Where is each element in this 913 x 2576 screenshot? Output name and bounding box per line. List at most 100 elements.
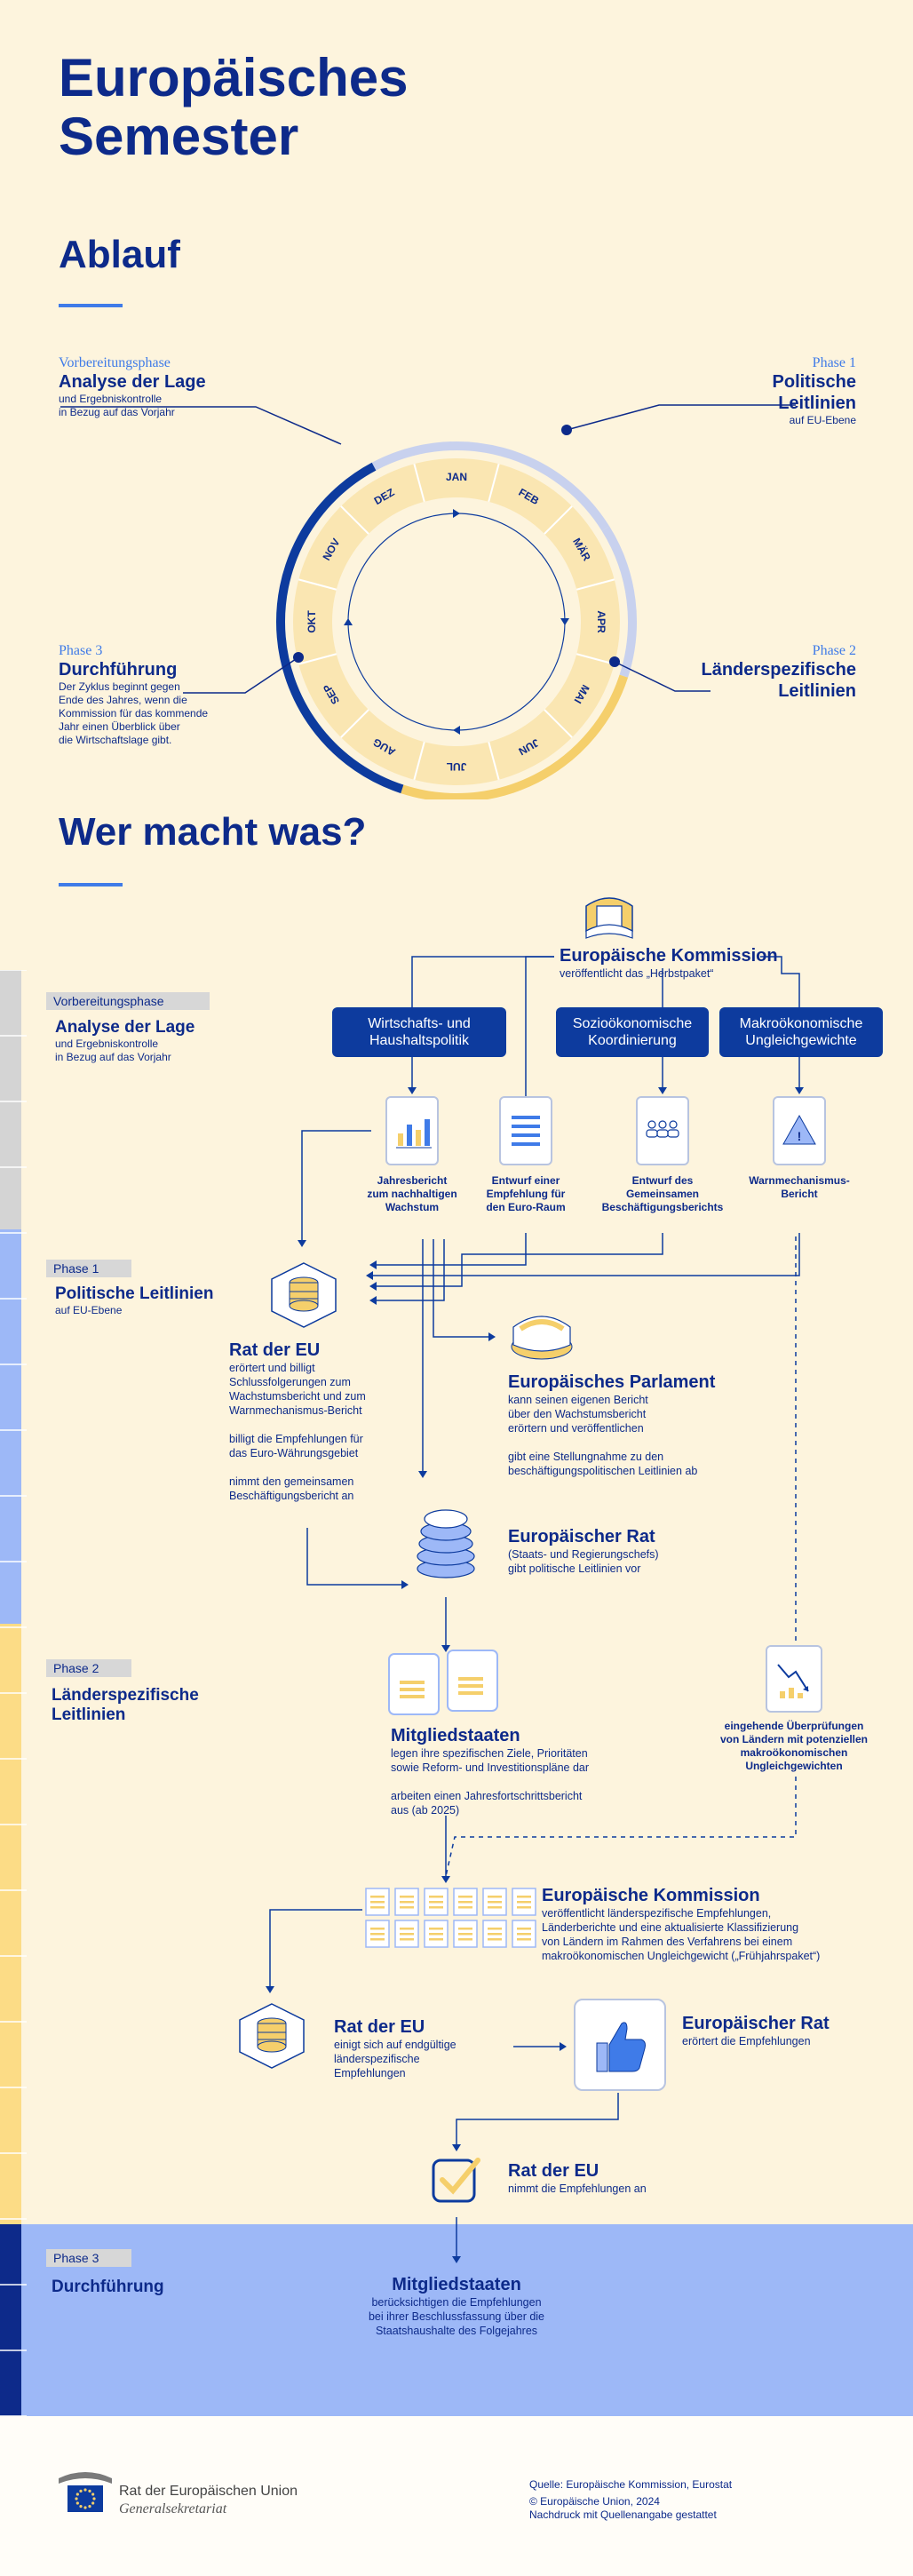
doc-thumbnail-line bbox=[517, 1896, 531, 1898]
member-states-block-1: Mitgliedstaaten legen ihre spezifischen … bbox=[391, 1725, 675, 1817]
side-p1-d1: auf EU-Ebene bbox=[55, 1304, 123, 1316]
eu-star bbox=[88, 2489, 91, 2493]
ablauf-phase1-desc: auf EU-Ebene bbox=[789, 414, 856, 426]
council-2-l1: einigt sich auf endgültige bbox=[334, 2039, 456, 2051]
european-council-1-title: Europäischer Rat bbox=[508, 1527, 655, 1546]
side-p1-title: Politische Leitlinien bbox=[55, 1284, 214, 1303]
band-phase3 bbox=[276, 462, 404, 794]
doc-thumbnail-line bbox=[370, 1896, 385, 1898]
doc-thumbnail-line bbox=[458, 1938, 472, 1941]
phase1-band bbox=[0, 1229, 21, 1624]
review-l2: von Ländern mit potenziellen bbox=[719, 1733, 868, 1745]
thumbs-up-icon bbox=[574, 1999, 666, 2091]
eu-star bbox=[75, 2497, 78, 2500]
footer-reproduction: Nachdruck mit Quellenangabe gestattet bbox=[529, 2508, 717, 2521]
doc-thumbnail-line bbox=[517, 1938, 531, 1941]
checkmark-icon bbox=[432, 2158, 480, 2203]
doc-employment-report-l3: Beschäftigungsberichts bbox=[601, 1201, 724, 1213]
phase2-band bbox=[0, 1624, 21, 2224]
european-council-2-l1: erörtert die Empfehlungen bbox=[682, 2035, 811, 2047]
month-divider bbox=[488, 464, 500, 503]
month-divider bbox=[298, 578, 337, 591]
doc-thumbnail-line bbox=[370, 1901, 385, 1904]
footer-org-sub: Generalsekretariat bbox=[119, 2501, 227, 2516]
doc-thumbnail-line bbox=[400, 1901, 414, 1904]
member-states-block-2: Mitgliedstaaten berücksichtigen die Empf… bbox=[323, 2274, 590, 2338]
parliament-l2: über den Wachstumsbericht bbox=[508, 1408, 647, 1420]
ablauf-phase2-label: Phase 2 bbox=[812, 643, 856, 658]
doc-thumbnail-line bbox=[517, 1906, 531, 1909]
band-ticks bbox=[0, 970, 27, 2417]
phase3-band-edge bbox=[0, 2224, 21, 2416]
side-p1: Politische Leitlinien auf EU-Ebene bbox=[55, 1284, 242, 1317]
doc-thumbnail-line bbox=[370, 1938, 385, 1941]
month-label: JUL bbox=[447, 760, 467, 773]
category-social-l2: Koordinierung bbox=[588, 1033, 677, 1048]
footer bbox=[0, 2416, 913, 2576]
parliament-title: Europäisches Parlament bbox=[508, 1372, 716, 1392]
commission-2-title: Europäische Kommission bbox=[542, 1886, 760, 1905]
doc-thumbnail-line bbox=[370, 1928, 385, 1930]
member-states-2-l1: berücksichtigen die Empfehlungen bbox=[371, 2296, 542, 2309]
ablauf-underline bbox=[59, 304, 123, 307]
doc-thumbnail-line bbox=[429, 1938, 443, 1941]
eu-star bbox=[79, 2505, 83, 2508]
eu-star bbox=[83, 2506, 87, 2509]
doc-thumbnail-line bbox=[488, 1933, 502, 1936]
footer-org: Rat der Europäischen Union bbox=[119, 2484, 298, 2499]
member-states-2-l2: bei ihrer Beschlussfassung über die bbox=[368, 2310, 545, 2323]
ablauf-phase1: Phase 1 Politische Leitlinien auf EU-Ebe… bbox=[675, 355, 856, 427]
cycle-arrow bbox=[560, 618, 569, 625]
member-states-docs-icon bbox=[388, 1650, 498, 1715]
doc-thumbnail-line bbox=[517, 1933, 531, 1936]
council-1-l6: das Euro-Währungsgebiet bbox=[229, 1447, 359, 1459]
side-p2: Länderspezifische Leitlinien bbox=[52, 1686, 238, 1725]
doc-employment-report-l1: Entwurf des bbox=[631, 1174, 694, 1187]
council-1-l8: Beschäftigungsbericht an bbox=[229, 1490, 354, 1502]
ablauf-prep: Vorbereitungsphase Analyse der Lage und … bbox=[59, 355, 290, 419]
review-chart-icon bbox=[766, 1645, 822, 1713]
council-3-title: Rat der EU bbox=[508, 2161, 599, 2181]
commission-2-l4: makroökonomischen Ungleichgewicht („Früh… bbox=[542, 1950, 821, 1962]
ablauf-prep-label: Vorbereitungsphase bbox=[59, 355, 171, 370]
council-1-l4: Warnmechanismus-Bericht bbox=[229, 1404, 362, 1417]
side-p1-tag: Phase 1 bbox=[46, 1260, 131, 1277]
doc-alert-report-l2: Bericht bbox=[781, 1188, 818, 1200]
doc-thumbnail-line bbox=[400, 1938, 414, 1941]
council-3-l1: nimmt die Empfehlungen an bbox=[508, 2182, 647, 2195]
parliament-l4: gibt eine Stellungnahme zu den bbox=[508, 1451, 664, 1463]
doc-euro-recommendation-l2: Empfehlung für bbox=[486, 1188, 566, 1200]
ablauf-phase2-title1: Länderspezifische bbox=[701, 660, 856, 680]
page-title-line2: Semester bbox=[59, 107, 299, 166]
month-divider bbox=[544, 709, 573, 738]
doc-alert-report-icon: ! bbox=[773, 1096, 826, 1165]
ablauf-phase3-desc3: Kommission für das kommende bbox=[59, 707, 209, 720]
side-prep-title: Analyse der Lage bbox=[55, 1018, 195, 1037]
month-divider bbox=[576, 653, 615, 665]
eu-star bbox=[92, 2497, 96, 2500]
month-label: APR bbox=[595, 610, 607, 633]
council-block-3: Rat der EU nimmt die Empfehlungen an bbox=[508, 2160, 739, 2196]
doc-growth-report-l3: Wachstum bbox=[385, 1201, 440, 1213]
commission-2-l2: Länderberichte und eine aktualisierte Kl… bbox=[542, 1921, 799, 1934]
doc-thumbnail-line bbox=[429, 1901, 443, 1904]
council-1-l2: Schlussfolgerungen zum bbox=[229, 1376, 351, 1388]
ablauf-phase3-label: Phase 3 bbox=[59, 643, 103, 658]
side-p3-title: Durchführung bbox=[52, 2278, 164, 2296]
wer-underline bbox=[59, 883, 123, 886]
doc-euro-recommendation-l3: den Euro-Raum bbox=[486, 1201, 566, 1213]
ablauf-prep-desc2: in Bezug auf das Vorjahr bbox=[59, 406, 175, 418]
footer-source: Quelle: Europäische Kommission, Eurostat… bbox=[529, 2478, 732, 2522]
parliament-icon bbox=[511, 1316, 573, 1360]
doc-thumbnail-line bbox=[517, 1928, 531, 1930]
kommission-icon bbox=[585, 897, 633, 939]
european-council-icon bbox=[417, 1509, 475, 1578]
side-p3-tag: Phase 3 bbox=[46, 2249, 131, 2267]
ablauf-prep-desc1: und Ergebniskontrolle bbox=[59, 393, 163, 405]
doc-thumbnail-line bbox=[429, 1896, 443, 1898]
doc-thumbnail-line bbox=[458, 1906, 472, 1909]
